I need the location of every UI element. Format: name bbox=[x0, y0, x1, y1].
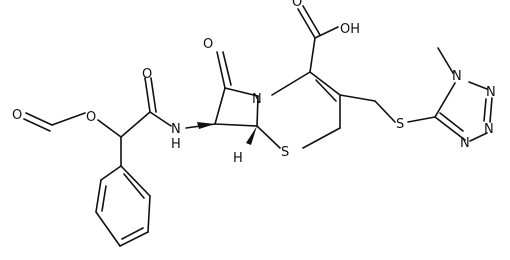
wedge-bond bbox=[246, 126, 257, 145]
bonds bbox=[23, 5, 493, 247]
formyl-oxygen-label: O bbox=[12, 108, 22, 123]
thioether-sulfur-label: S bbox=[396, 117, 404, 132]
amide-hydrogen-label: H bbox=[171, 137, 181, 152]
amide-nitrogen-label: N bbox=[171, 122, 181, 137]
tetrazole-nitrogen-3-label: N bbox=[484, 122, 494, 137]
lactam-oxygen-label: O bbox=[203, 37, 213, 52]
stereo-hydrogen-label: H bbox=[233, 151, 243, 166]
ring-sulfur-label: S bbox=[281, 145, 289, 160]
tetrazole-nitrogen-4-label: N bbox=[460, 136, 470, 151]
tetrazole-nitrogen-1-label: N bbox=[452, 69, 462, 84]
amide-oxygen-label: O bbox=[142, 67, 152, 82]
ring-nitrogen-label: N bbox=[252, 92, 262, 107]
ester-oxygen-label: O bbox=[86, 110, 96, 125]
stereo-wedges bbox=[197, 122, 257, 145]
atom-labels: OH O O N O O O N H H S S N N N N bbox=[12, 0, 496, 166]
wedge-bond bbox=[197, 122, 215, 129]
hydroxyl-label: OH bbox=[340, 22, 360, 37]
tetrazole-nitrogen-2-label: N bbox=[486, 85, 496, 100]
carboxyl-oxygen-label: O bbox=[292, 0, 302, 10]
